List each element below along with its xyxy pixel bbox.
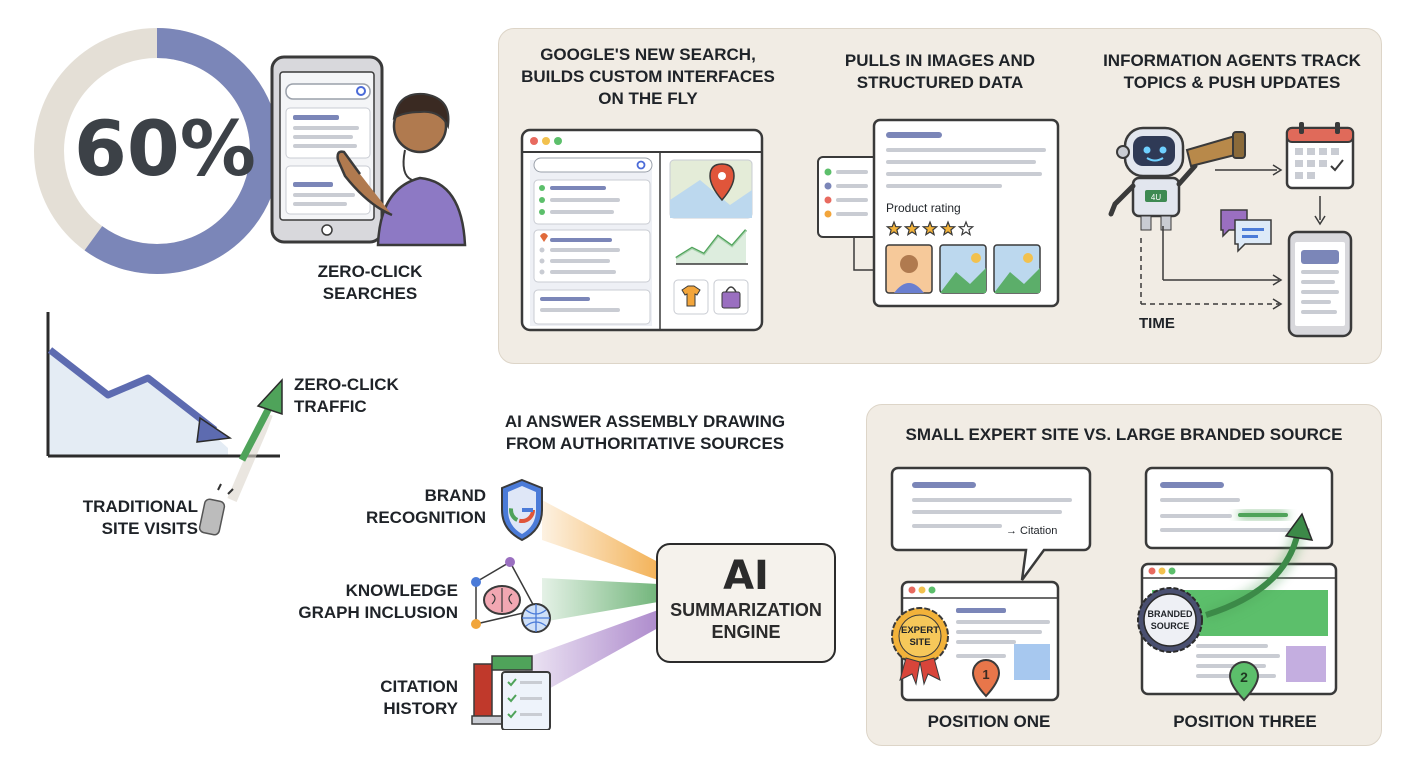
information-agents-title: INFORMATION AGENTS TRACK TOPICS & PUSH U…: [1103, 51, 1361, 92]
falling-area: [48, 350, 228, 456]
rating-star: [939, 220, 957, 237]
donut-progress: [34, 28, 280, 274]
citation-beam: [520, 610, 658, 696]
rising-trend-line: [238, 404, 274, 462]
ai-assembly-diagram: [471, 478, 658, 730]
knowledge-graph-label: KNOWLEDGE GRAPH INCLUSION: [298, 581, 458, 622]
rating-star: [921, 220, 939, 237]
engine-subtitle: SUMMARIZATION ENGINE: [670, 600, 822, 642]
branded-badge-line1: BRANDED: [1148, 609, 1194, 619]
shield-g-icon: [501, 478, 543, 542]
comparison-title: SMALL EXPERT SITE VS. LARGE BRANDED SOUR…: [905, 425, 1343, 444]
position-one-label: POSITION ONE: [927, 712, 1051, 731]
comparison-diagram: → Citation EXPERT SITE 1 BRANDED SOURCE …: [890, 466, 1338, 702]
knowledge-beam: [542, 578, 658, 622]
traditional-visits-label: TRADITIONAL SITE VISITS: [82, 497, 198, 538]
product-rating-label: Product rating: [886, 201, 961, 215]
brand-recognition-label: BRAND RECOGNITION: [366, 486, 486, 527]
mobile-update-icon: [1287, 230, 1353, 338]
ai-summarization-engine: AI SUMMARIZATION ENGINE: [656, 543, 836, 663]
branded-badge-line2: SOURCE: [1151, 621, 1190, 631]
time-label: TIME: [1139, 315, 1175, 332]
engine-title: AI: [723, 553, 769, 599]
zero-click-illustration: [34, 28, 467, 274]
pin-one-number: 1: [982, 667, 989, 682]
chat-bubble-icon: [1220, 209, 1272, 253]
person-illustration: [336, 92, 467, 247]
information-agent-illustration: 4U TIME: [1108, 122, 1355, 338]
zero-click-label: ZERO-CLICK SEARCHES: [317, 262, 423, 303]
position-three-label: POSITION THREE: [1173, 712, 1317, 731]
position-three-pin: [1228, 661, 1260, 702]
custom-interfaces-title: GOOGLE'S NEW SEARCH, BUILDS CUSTOM INTER…: [521, 45, 775, 108]
expert-badge-line2: SITE: [909, 637, 930, 648]
phone-icon: [270, 55, 384, 244]
falling-trend-line: [47, 347, 218, 433]
custom-interface-browser: [520, 128, 764, 332]
brand-beam: [542, 500, 658, 580]
robot-icon: 4U: [1108, 126, 1198, 231]
ai-assembly-title: AI ANSWER ASSEMBLY DRAWING FROM AUTHORIT…: [504, 412, 786, 453]
rating-stars: [885, 220, 975, 237]
traffic-chart: [46, 312, 283, 536]
rating-star: [885, 220, 903, 237]
citation-history-label: CITATION HISTORY: [380, 677, 458, 718]
promotion-arrow: [1205, 531, 1301, 618]
rating-star: [957, 220, 975, 237]
calendar-icon: [1285, 122, 1355, 190]
expert-badge-line1: EXPERT: [901, 625, 939, 636]
robot-chest-label: 4U: [1151, 193, 1161, 202]
structured-data-card: Product rating: [817, 118, 1060, 308]
rising-traffic-label: ZERO-CLICK TRAFFIC: [294, 375, 399, 416]
rising-arrow-head: [256, 378, 283, 416]
structured-data-title: PULLS IN IMAGES AND STRUCTURED DATA: [844, 51, 1036, 92]
falling-arrow-head: [196, 416, 233, 443]
position-one-pin: [971, 659, 1001, 698]
rating-star: [903, 220, 921, 237]
cursor-icon: [198, 483, 234, 536]
pin-two-number: 2: [1240, 669, 1248, 685]
telescope-icon: [1185, 131, 1246, 168]
citation-link-label: → Citation: [1006, 525, 1057, 537]
zero-click-stat: 60%: [74, 104, 256, 193]
books-checklist-icon: [471, 655, 551, 730]
knowledge-graph-icon: [471, 557, 551, 633]
